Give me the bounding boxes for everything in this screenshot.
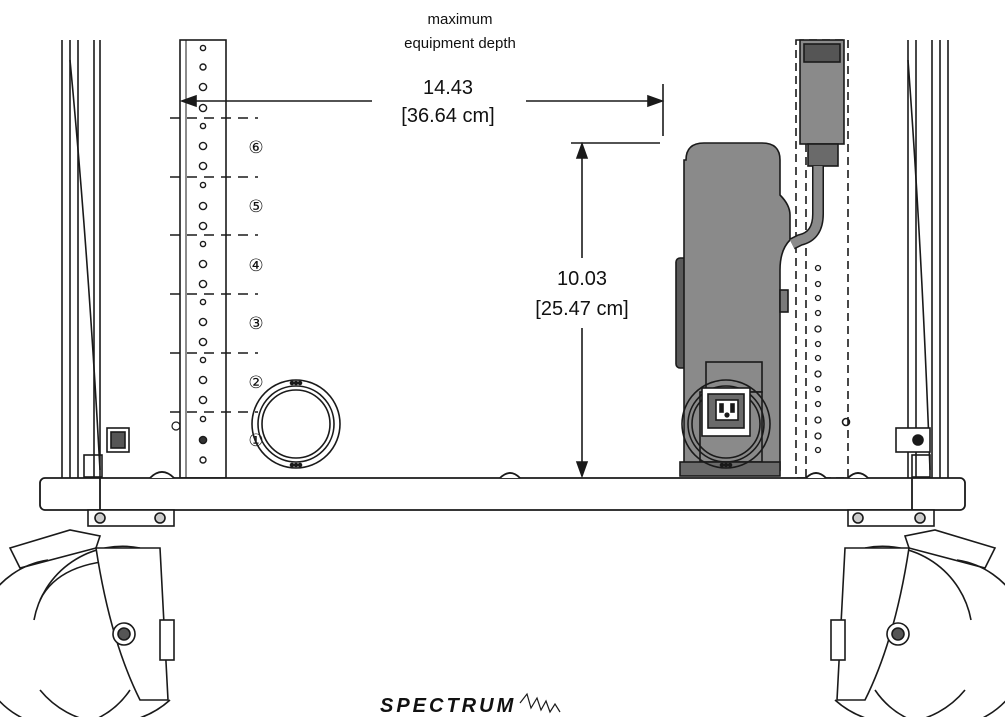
depth-note-line1: maximum [427, 11, 492, 28]
power-inlet [681, 379, 771, 469]
left-caster [0, 509, 175, 722]
right-frame-rail [895, 40, 949, 478]
shelf-position-3: ③ [248, 314, 263, 333]
right-caster [830, 509, 1005, 722]
shelf-position-labels: ⑥ ⑤ ④ ③ ② ① [248, 138, 263, 450]
height-value-cm: [25.47 cm] [535, 298, 628, 320]
left-rack-upright [170, 39, 258, 479]
power-strip [789, 39, 845, 250]
brand-name: SPECTRUM [380, 695, 516, 717]
depth-value-inches: 14.43 [423, 77, 473, 99]
base-shelf [39, 471, 966, 511]
shelf-position-4: ④ [248, 256, 263, 275]
shelf-position-2: ② [248, 373, 263, 392]
brand-logo: SPECTRUM [380, 692, 561, 717]
height-value-inches: 10.03 [557, 268, 607, 290]
depth-value-cm: [36.64 cm] [401, 105, 494, 127]
shelf-position-dashes [170, 117, 258, 413]
shelf-position-5: ⑤ [248, 197, 263, 216]
cable-grommet-left [251, 379, 341, 469]
rack-holes [198, 44, 208, 464]
height-dimension-line [571, 141, 660, 479]
right-rack-holes [814, 264, 822, 454]
depth-note-line2: equipment depth [404, 35, 516, 52]
depth-dimension-line [179, 84, 665, 136]
left-frame-rail [61, 40, 130, 478]
shelf-position-6: ⑥ [248, 138, 263, 157]
brand-wave-icon [519, 692, 561, 714]
